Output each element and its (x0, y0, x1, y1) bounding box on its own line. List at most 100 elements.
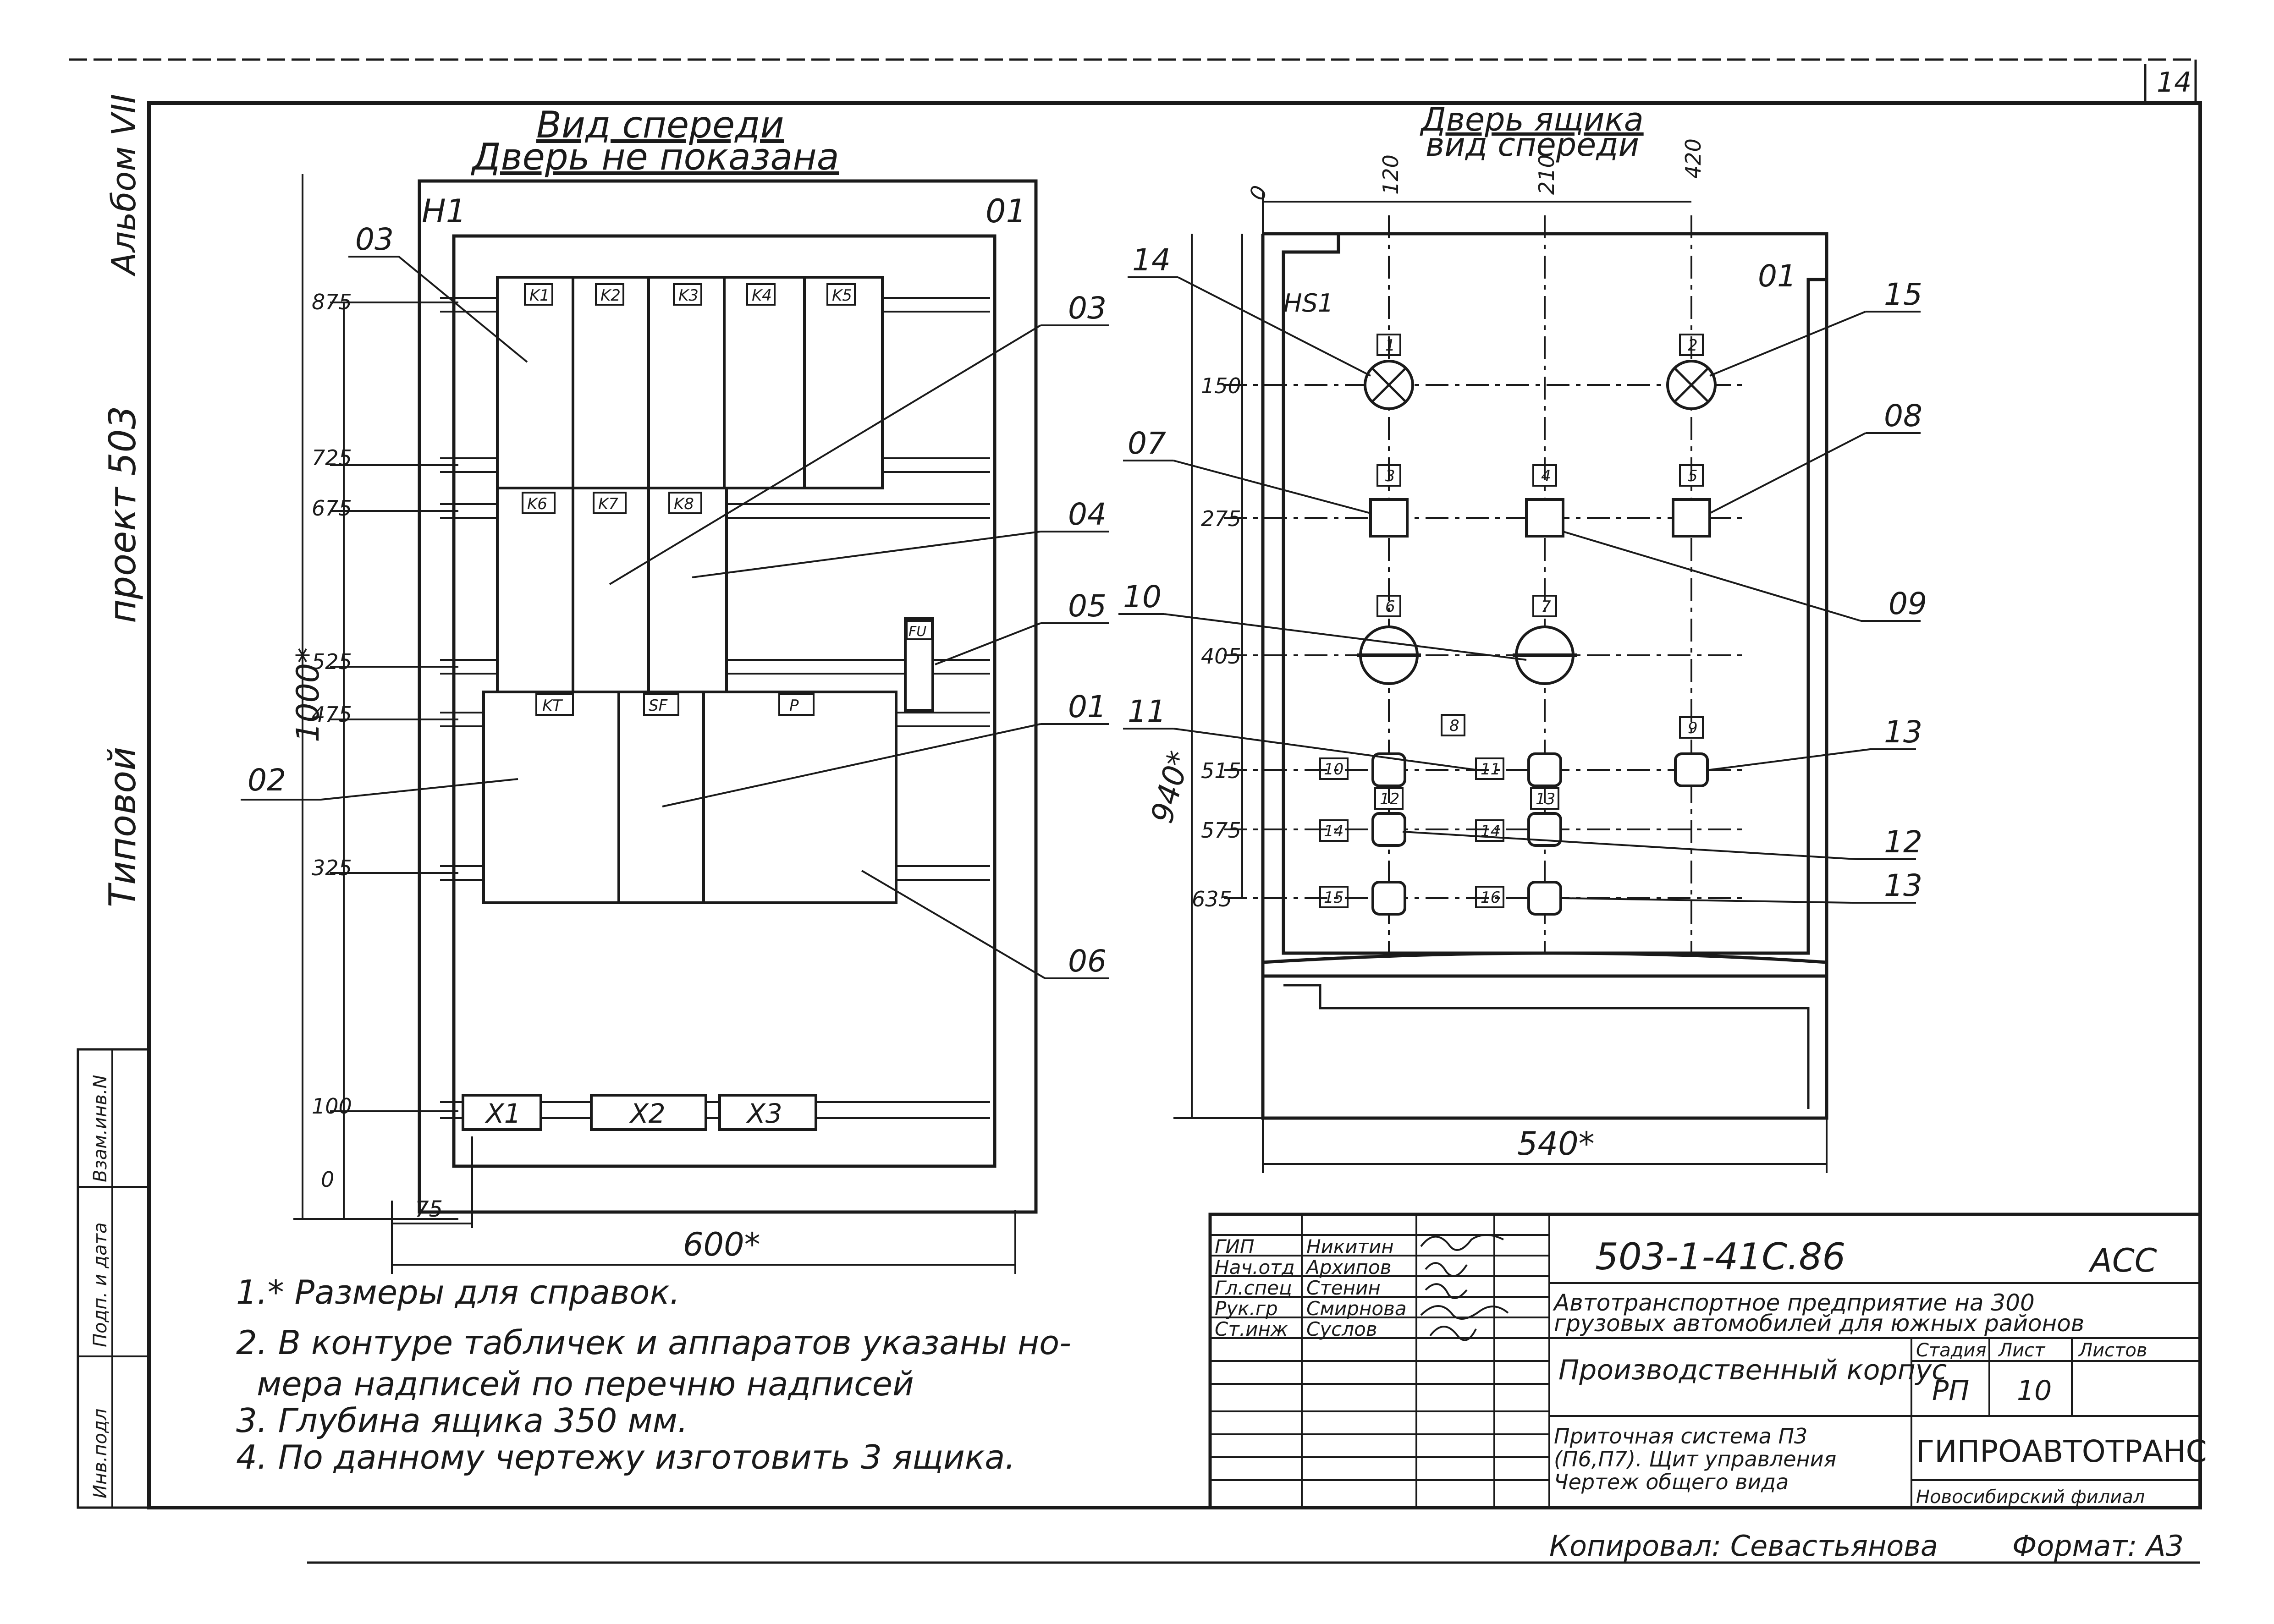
plate-3: 3 (1385, 467, 1395, 485)
strip-inv: Инв.подл (90, 1409, 111, 1498)
callout-05: 05 (1068, 588, 1107, 624)
dim-525: 525 (312, 649, 352, 674)
role-nach: Нач.отд (1215, 1256, 1295, 1278)
door-dim-575: 575 (1201, 818, 1241, 843)
plate-7: 7 (1541, 598, 1551, 616)
name-stenin: Стенин (1306, 1277, 1381, 1299)
plate-9: 9 (1688, 719, 1698, 737)
sheet-value: 10 (2017, 1375, 2052, 1407)
sheets-label: Листов (2078, 1340, 2147, 1361)
title-block: ГИП Нач.отд Гл.спец Рук.гр Ст.инж Никити… (1208, 1213, 2207, 1509)
dim-325: 325 (312, 856, 352, 880)
plate-10: 10 (1324, 760, 1343, 779)
front-width-dim: 600* (683, 1226, 760, 1263)
typical-label: Типовой (101, 747, 144, 907)
relay-k8: K8 (674, 495, 694, 513)
name-smirnova: Смирнова (1306, 1297, 1407, 1320)
left-margin-labels: Альбом VII проект 503 Типовой (101, 94, 144, 907)
unit-p: P (789, 697, 799, 715)
plate-8: 8 (1449, 717, 1459, 735)
door-mark-hs1: HS1 (1283, 289, 1333, 318)
plate-5: 5 (1688, 467, 1698, 485)
callout-10: 10 (1123, 579, 1162, 614)
callout-03b: 03 (1068, 291, 1107, 326)
note-4: 4. По данному чертежу изготовить 3 ящика… (236, 1438, 1015, 1476)
doc-code: 503-1-41С.86 (1595, 1235, 1845, 1278)
front-view-title: Вид спереди (536, 104, 784, 146)
plate-15: 15 (1324, 889, 1343, 907)
building-name: Производственный корпус (1558, 1354, 1947, 1386)
relay-k2: K2 (600, 286, 621, 305)
front-view-subtitle: Дверь не показана (471, 136, 839, 178)
front-dim-75: 75 (415, 1196, 443, 1222)
callout-01: 01 (1068, 689, 1107, 724)
dim-675: 675 (312, 496, 352, 521)
name-suslov: Суслов (1306, 1318, 1377, 1340)
sheet-label: Лист (1998, 1340, 2046, 1361)
unit-sf: SF (649, 697, 668, 715)
stage-label: Стадия (1916, 1340, 1986, 1361)
notes: 1.* Размеры для справок. 2. В контуре та… (236, 1273, 1071, 1476)
note-1: 1.* Размеры для справок. (236, 1273, 680, 1311)
terminal-x1: X1 (485, 1098, 521, 1129)
role-glspec: Гл.спец (1215, 1277, 1292, 1299)
callout-04: 04 (1068, 497, 1107, 532)
role-rukgr: Рук.гр (1215, 1297, 1278, 1320)
project-line-2: грузовых автомобилей для южных районов (1554, 1310, 2084, 1337)
door-view-subtitle: вид спереди (1426, 126, 1639, 164)
fuse-fu: FU (908, 624, 926, 640)
note-2-cont: мера надписей по перечню надписей (257, 1365, 914, 1403)
callout-06: 06 (1068, 944, 1107, 979)
org-name: ГИПРОАВТОТРАНС (1916, 1434, 2207, 1469)
role-stinzh: Ст.инж (1215, 1318, 1288, 1340)
callout-13b: 13 (1884, 868, 1922, 903)
format: Формат: А3 (2012, 1529, 2184, 1563)
front-height-dim: 1000* (290, 647, 326, 742)
door-dim-275: 275 (1201, 506, 1241, 531)
door-view-title: Дверь ящика (1420, 101, 1644, 138)
callout-07: 07 (1128, 426, 1166, 461)
door-dim-0: 0 (1244, 182, 1272, 203)
door-dim-420: 420 (1681, 138, 1706, 179)
sheet-number: 14 (2157, 66, 2191, 99)
callout-02: 02 (248, 763, 286, 798)
front-view: Вид спереди Дверь не показана H1 01 (241, 104, 1109, 1274)
dim-475: 475 (312, 702, 352, 727)
album-label: Альбом VII (105, 94, 143, 277)
callout-13a: 13 (1884, 714, 1922, 750)
door-view: Дверь ящика вид спереди HS1 01 (1118, 101, 1927, 1173)
project-line-1: Автотранспортное предприятие на 300 (1553, 1289, 2035, 1316)
relay-k6: K6 (527, 495, 547, 513)
name-arkhipov: Архипов (1305, 1256, 1391, 1278)
door-dim-515: 515 (1201, 758, 1241, 783)
plate-12: 12 (1380, 790, 1399, 808)
callout-15: 15 (1884, 277, 1922, 312)
door-dim-120: 120 (1378, 154, 1403, 195)
strip-sign: Подп. и дата (90, 1223, 111, 1347)
drawing-title-2: (П6,П7). Щит управления (1554, 1447, 1836, 1471)
callout-12: 12 (1884, 824, 1922, 860)
dim-725: 725 (312, 445, 352, 470)
name-nikitin: Никитин (1306, 1235, 1394, 1258)
stage-value: РП (1932, 1375, 1969, 1407)
dim-0: 0 (321, 1167, 334, 1192)
relay-k3: K3 (678, 286, 699, 305)
relay-k5: K5 (832, 286, 852, 305)
door-dim-405: 405 (1201, 644, 1241, 669)
plate-16: 16 (1481, 889, 1500, 907)
door-mark-01: 01 (1758, 258, 1796, 294)
org-branch: Новосибирский филиал (1916, 1487, 2145, 1508)
relay-k7: K7 (598, 495, 618, 513)
sheet-frame (69, 58, 2202, 1509)
note-2: 2. В контуре табличек и аппаратов указан… (236, 1323, 1071, 1362)
doc-type: АСС (2088, 1242, 2157, 1279)
plate-2: 2 (1688, 336, 1698, 355)
relay-k4: K4 (752, 286, 772, 305)
plate-14a: 14 (1324, 822, 1343, 840)
plate-11: 11 (1481, 760, 1500, 779)
relay-k1: K1 (529, 286, 550, 305)
door-dim-635: 635 (1192, 887, 1232, 911)
dim-875: 875 (312, 290, 352, 314)
callout-08: 08 (1884, 398, 1922, 433)
left-stamp-strip: Взам.инв.N Подп. и дата Инв.подл (77, 1048, 150, 1509)
